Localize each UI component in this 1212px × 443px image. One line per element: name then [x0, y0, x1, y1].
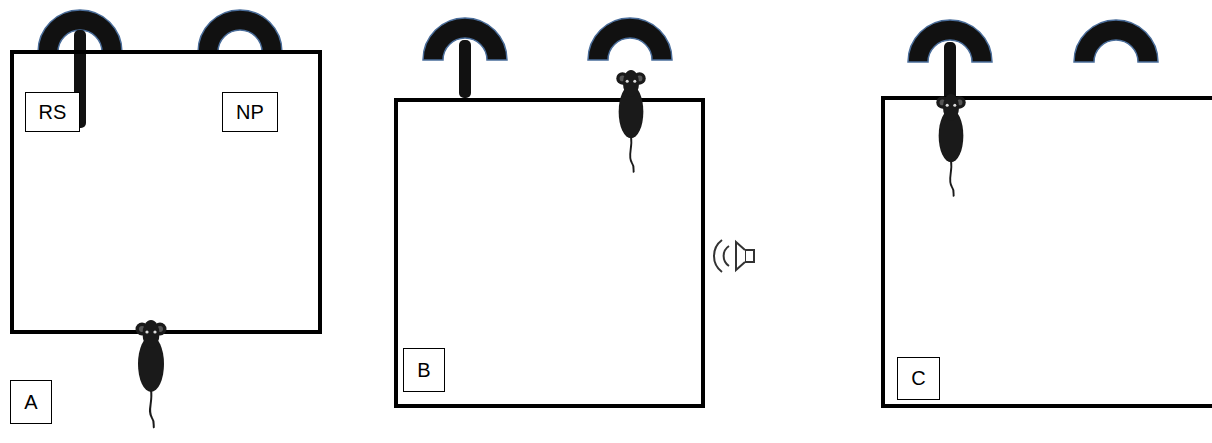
panel-a [12, 10, 320, 428]
panel-label: B [403, 348, 445, 392]
label-text: B [417, 359, 430, 382]
port-arch [1074, 20, 1158, 62]
panel-label: C [897, 357, 940, 400]
label-text: C [911, 367, 925, 390]
mouse [616, 70, 645, 173]
port-label: NP [222, 92, 278, 132]
chamber [396, 100, 703, 406]
mouse [136, 320, 167, 428]
panel-c [883, 20, 1212, 406]
speaker-icon [714, 240, 754, 272]
lever [944, 42, 956, 102]
label-text: NP [236, 101, 264, 124]
label-text: RS [39, 101, 67, 124]
port-arch [198, 10, 282, 52]
port-arch [588, 18, 672, 60]
panel-label: A [10, 380, 52, 424]
label-text: A [24, 391, 37, 414]
chamber [12, 52, 320, 332]
mouse [936, 94, 965, 197]
lever [459, 40, 471, 98]
panel-b [396, 18, 703, 406]
chamber [883, 98, 1212, 406]
port-label: RS [25, 92, 80, 132]
